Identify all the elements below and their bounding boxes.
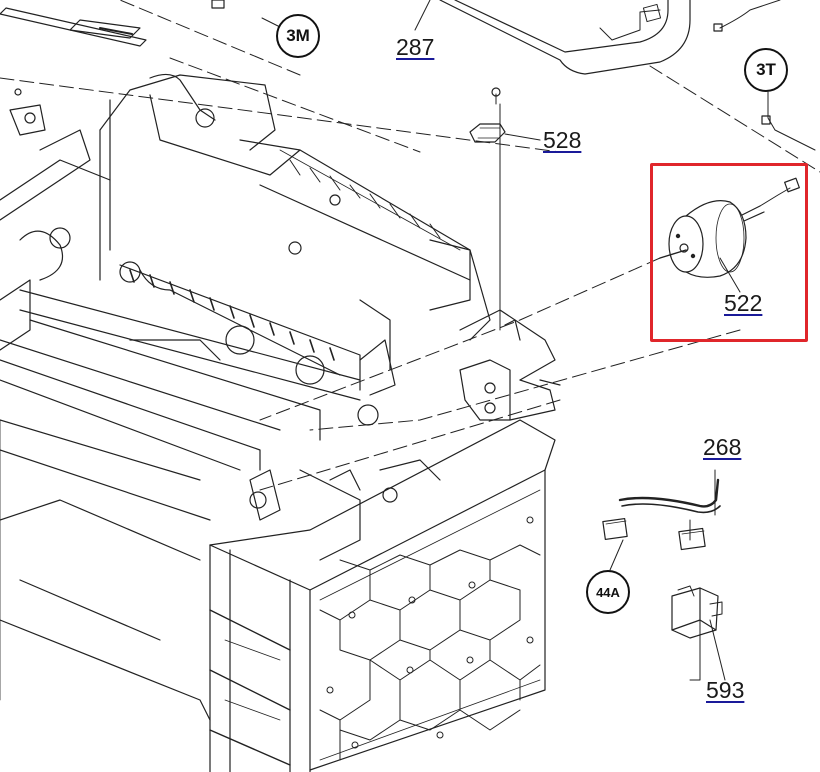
- ref-bubble-3m: 3M: [276, 14, 320, 58]
- ref-bubble-3t-label: 3T: [756, 60, 776, 79]
- guide-rail: [0, 0, 225, 47]
- solid-leaders: [261, 0, 741, 681]
- motor-522-shape: [659, 177, 800, 278]
- lower-housing: [209, 419, 556, 772]
- ref-bubble-3t: 3T: [744, 48, 788, 92]
- upper-mechanism: [99, 73, 491, 341]
- part-link-268[interactable]: 268: [703, 434, 742, 460]
- right-bracket: [459, 309, 561, 421]
- cable-3t: [713, 0, 816, 151]
- connector-593-shape: [671, 585, 723, 639]
- part-link-287[interactable]: 287: [396, 34, 435, 60]
- cable-268-shape: [602, 478, 721, 551]
- main-roller-assembly: [0, 261, 396, 721]
- part-link-522[interactable]: 522: [724, 290, 763, 316]
- ref-bubble-44a-label: 44A: [596, 584, 620, 600]
- part-link-528[interactable]: 528: [543, 127, 582, 153]
- upper-cover-fragment: [439, 0, 691, 75]
- ref-bubble-3m-label: 3M: [286, 26, 310, 45]
- ref-bubble-44a: 44A: [586, 570, 630, 614]
- part-528-shape: [469, 87, 506, 143]
- part-link-593[interactable]: 593: [706, 677, 745, 703]
- left-frame: [0, 88, 111, 701]
- highlight-box-522: [650, 163, 808, 342]
